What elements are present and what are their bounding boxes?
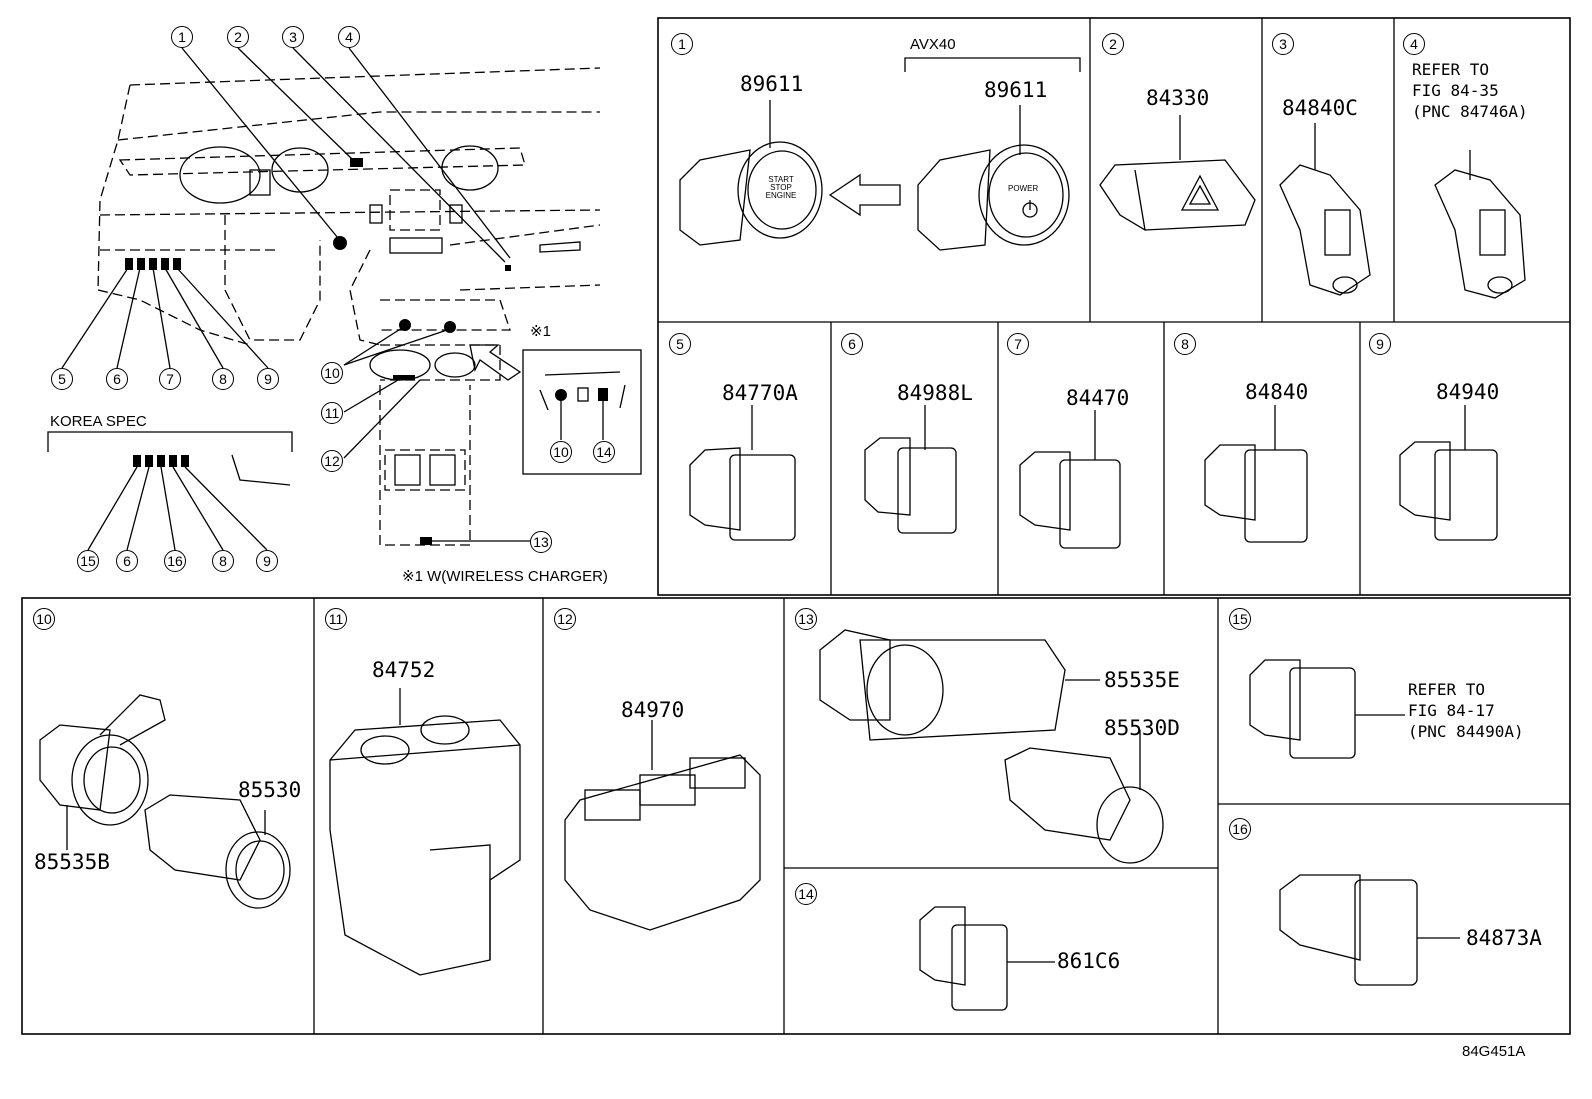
part-85535b: 85535B [34,850,110,874]
view-arrow [469,344,522,381]
callout-2: 2 [227,26,249,48]
part-84752: 84752 [372,658,436,682]
part-84840: 84840 [1245,380,1309,404]
note-callout-10: 10 [550,441,572,463]
callout-10: 10 [321,362,343,384]
switch-block-drawing [329,688,521,976]
part-84470: 84470 [1066,386,1130,410]
start-stop-text: START STOP ENGINE [765,175,797,200]
callout-7: 7 [159,368,181,390]
note-box [522,349,642,475]
panel-11-num: 11 [325,608,347,630]
callout-3: 3 [282,26,304,48]
part-84840c: 84840C [1282,96,1358,120]
callout-5: 5 [51,368,73,390]
panel-15-ref: REFER TO FIG 84-17 (PNC 84490A) [1408,680,1524,741]
note-outline [539,371,626,411]
power-button-drawing [917,144,1070,251]
panel-2-num: 2 [1102,33,1124,55]
panel-6-num: 6 [841,333,863,355]
callout-6b: 6 [116,550,138,572]
part-84940: 84940 [1436,380,1500,404]
callout-9b: 9 [256,550,278,572]
part-85530d: 85530D [1104,716,1180,740]
switch-drawing [1434,169,1526,299]
panel-4-num: 4 [1403,33,1425,55]
part-85535e: 85535E [1104,668,1180,692]
socket-drawing [819,629,1164,864]
dashboard-outline [97,67,601,546]
top-panel-frame [657,17,1571,596]
panel-7-num: 7 [1007,333,1029,355]
socket-drawing [39,694,291,909]
callout-4: 4 [338,26,360,48]
callout-1: 1 [171,26,193,48]
callout-11: 11 [321,402,343,424]
mirror-switch-drawing [1279,874,1460,986]
korea-bracket [47,431,293,452]
callout-13: 13 [530,531,552,553]
start-button-drawing [679,141,823,246]
switch-drawing [1279,164,1371,296]
panel-12-num: 12 [554,608,576,630]
figure-id: 84G451A [1462,1043,1526,1060]
panel-15-num: 15 [1229,608,1251,630]
note-callout-14: 14 [593,441,615,463]
callout-9: 9 [257,368,279,390]
switch-drawing [1249,659,1405,759]
overview-leaders [61,47,604,551]
panel-4-ref: REFER TO FIG 84-35 (PNC 84746A) [1412,60,1528,121]
part-84330: 84330 [1146,86,1210,110]
part-861c6: 861C6 [1057,949,1121,973]
callout-12: 12 [321,450,343,472]
korea-spec-label: KOREA SPEC [50,413,147,430]
callout-8b: 8 [212,550,234,572]
avx40-bracket [904,57,1081,72]
part-89611-avx40: 89611 [984,78,1048,102]
panel-16-num: 16 [1229,818,1251,840]
panel-14-num: 14 [795,883,817,905]
row2-switches [689,405,1498,549]
power-text: POWER [1008,184,1039,193]
callout-8: 8 [212,368,234,390]
panel-13-num: 13 [795,608,817,630]
part-84770a: 84770A [722,381,798,405]
note-mark: ※1 [530,323,551,340]
switch-block-drawing [564,720,761,931]
arrow-icon [828,173,901,217]
korea-outline [231,454,291,486]
callout-16: 16 [164,550,186,572]
part-84988l: 84988L [897,381,973,405]
part-85530: 85530 [238,778,302,802]
bottom-panel-frame [21,597,1571,1035]
panel-3-num: 3 [1272,33,1294,55]
panel-5-num: 5 [669,333,691,355]
position-marks [125,158,608,545]
callout-6: 6 [106,368,128,390]
charger-switch-drawing [919,906,1055,1011]
hazard-switch-drawing [1099,159,1256,231]
panel-9-num: 9 [1369,333,1391,355]
panel-8-num: 8 [1174,333,1196,355]
note-mark-square [577,387,589,402]
panel-10-num: 10 [33,608,55,630]
panel-1-num: 1 [671,33,693,55]
part-84970: 84970 [621,698,685,722]
callout-15: 15 [77,550,99,572]
avx40-label: AVX40 [910,36,956,53]
note-text: ※1 W(WIRELESS CHARGER) [402,568,608,585]
part-89611: 89611 [740,72,804,96]
part-84873a: 84873A [1466,926,1542,950]
